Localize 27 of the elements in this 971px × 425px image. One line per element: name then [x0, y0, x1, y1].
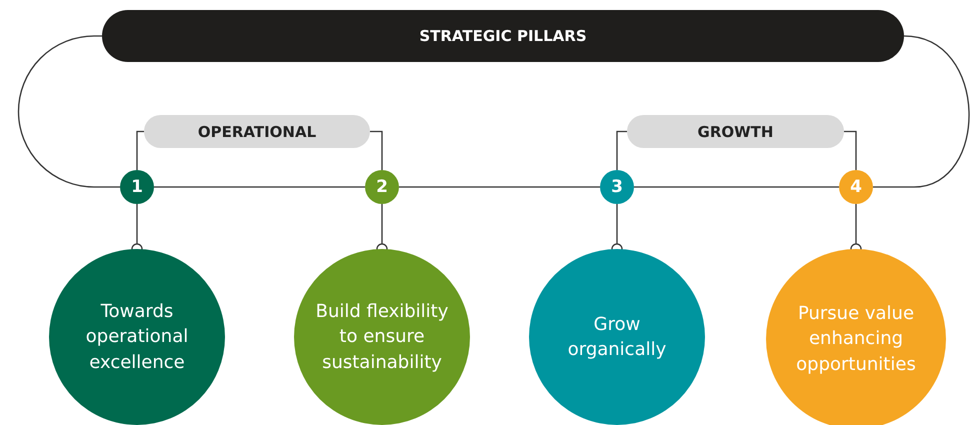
pillar-number-circle [600, 170, 634, 204]
pillar-number: 4 [850, 177, 862, 197]
bracket-line [136, 130, 144, 170]
connector-line [399, 186, 600, 188]
pillar-text: Build flexibility to ensure sustainability [314, 300, 450, 375]
group-tag [144, 115, 370, 148]
pillar-number-circle [120, 170, 154, 204]
pillar-number-circle [839, 170, 873, 204]
bracket-line [370, 130, 383, 170]
banner-title: STRATEGIC PILLARS [419, 27, 587, 45]
banner-bar [102, 10, 904, 62]
bracket-line [616, 130, 627, 170]
bracket-line [844, 130, 857, 170]
connector-line [634, 186, 839, 188]
group-title: GROWTH [698, 122, 774, 140]
pillar-text: Grow organically [566, 312, 668, 362]
group-title: OPERATIONAL [198, 122, 316, 140]
loop-line [873, 35, 970, 188]
loop-line [18, 35, 120, 188]
pillar-number: 2 [376, 177, 388, 197]
group-tag [627, 115, 844, 148]
pillar-text: Pursue value enhancing opportunities [795, 302, 917, 377]
pillar-number: 1 [131, 177, 143, 197]
pillar-number-circle [365, 170, 399, 204]
pillar-text: Towards operational excellence [84, 300, 190, 375]
pillar-number: 3 [611, 177, 623, 197]
connector-line [154, 186, 365, 188]
